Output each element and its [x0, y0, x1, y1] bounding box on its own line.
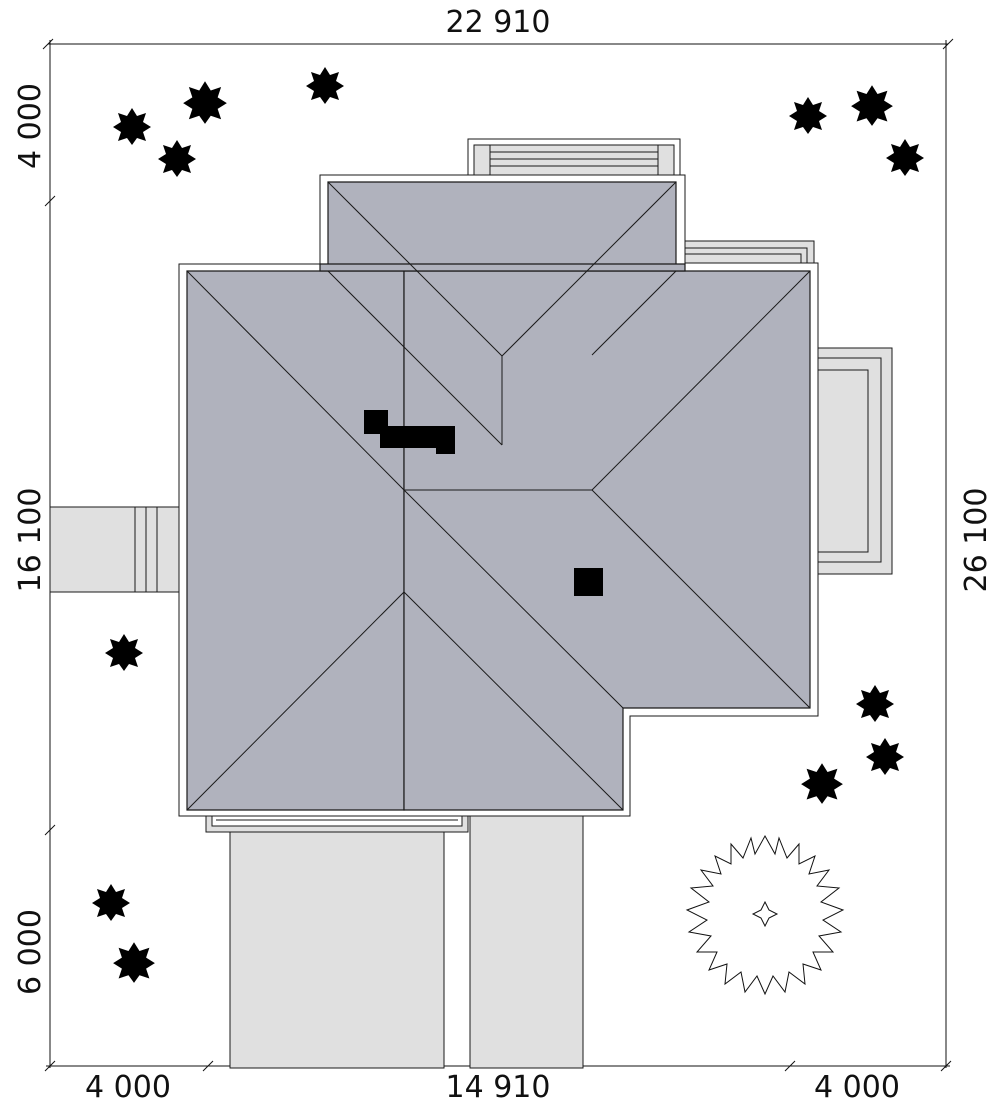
- dim-left-top: 4 000: [13, 83, 48, 169]
- dimension-lines: [42, 38, 954, 1072]
- dim-bottom-right: 4 000: [814, 1070, 900, 1105]
- paving: [49, 138, 893, 1069]
- dim-left-middle: 16 100: [13, 488, 48, 593]
- east-terrace: [811, 347, 893, 575]
- shrub-icon: [866, 738, 904, 775]
- shrub-icon: [801, 763, 843, 804]
- building: [178, 174, 819, 817]
- dim-left-bottom: 6 000: [13, 909, 48, 995]
- dimension-labels: 22 910 4 000 16 100 6 000 26 100 4 000 1…: [13, 5, 994, 1105]
- roof-north-wing: [327, 181, 677, 272]
- chimneys: [364, 410, 603, 596]
- west-path: [49, 506, 181, 593]
- south-strip: [205, 814, 469, 833]
- shrub-icon: [158, 140, 196, 177]
- shrub-icon: [856, 685, 894, 722]
- shrub-icon: [92, 884, 130, 921]
- shrub-icon: [183, 81, 227, 124]
- driveway-left: [229, 829, 445, 1069]
- roof-junction: [319, 263, 686, 272]
- north-terrace: [467, 138, 681, 176]
- shrub-icon: [851, 85, 893, 126]
- driveway-right: [469, 814, 584, 1069]
- dim-top-total: 22 910: [446, 5, 551, 40]
- shrub-icon: [306, 67, 344, 104]
- roof-main: [403, 270, 811, 811]
- tree-icon: [685, 834, 845, 996]
- chimney-c: [436, 440, 455, 454]
- roof-ridges: [186, 181, 811, 811]
- shrub-icon: [886, 139, 924, 176]
- dim-bottom-middle: 14 910: [446, 1070, 551, 1105]
- vegetation: [92, 67, 924, 996]
- dim-right-total: 26 100: [959, 488, 994, 593]
- shrub-icon: [105, 634, 143, 671]
- dim-bottom-left: 4 000: [85, 1070, 171, 1105]
- roof-west-wing: [186, 270, 405, 811]
- shrub-icon: [113, 108, 151, 145]
- chimney-d: [574, 568, 603, 596]
- shrub-icon: [789, 97, 827, 134]
- east-upper-terrace: [682, 240, 815, 266]
- shrub-icon: [113, 942, 155, 983]
